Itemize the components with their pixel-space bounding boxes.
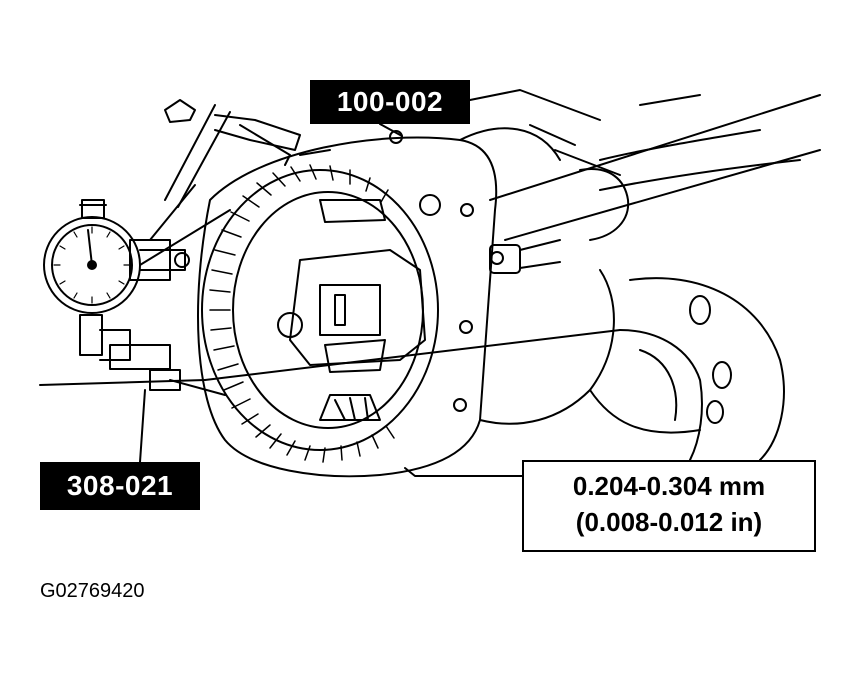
differential-housing-icon [197, 127, 785, 478]
backlash-spec-box: 0.204-0.304 mm (0.008-0.012 in) [522, 460, 816, 552]
leader-line-top [379, 123, 403, 137]
spec-imperial: (0.008-0.012 in) [575, 507, 763, 537]
leader-line-spec [404, 467, 523, 477]
leader-line-left [139, 389, 146, 463]
tool-label-top: 100-002 [310, 80, 470, 124]
tool-label-left: 308-021 [40, 462, 200, 510]
dial-indicator-icon [43, 99, 301, 396]
axle-tube-icon [469, 89, 821, 241]
spec-metric: 0.204-0.304 mm [572, 471, 766, 501]
figure-id: G02769420 [40, 580, 145, 602]
ring-gear-icon [201, 164, 439, 463]
